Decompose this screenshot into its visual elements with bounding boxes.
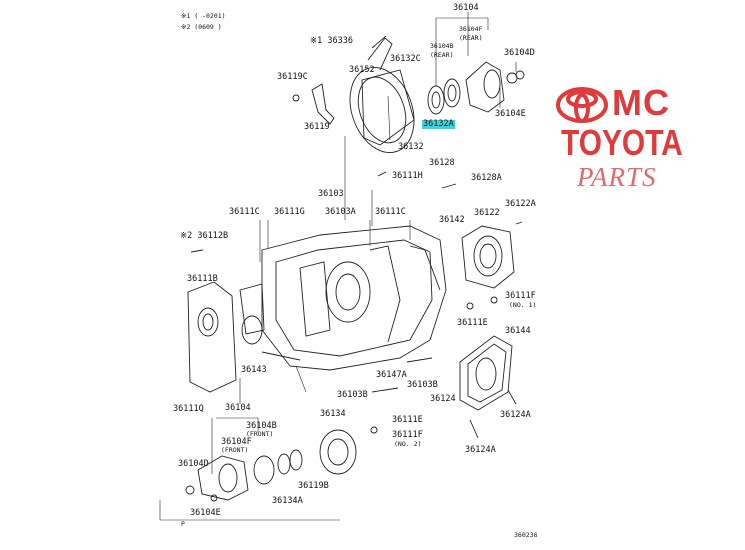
logo-mc-text: MC <box>612 82 670 123</box>
label-36104f-front[interactable]: 36104F <box>221 437 252 447</box>
label-36104b-rear[interactable]: 36104B <box>430 42 454 50</box>
label-36124[interactable]: 36124 <box>430 394 456 404</box>
label-36111g[interactable]: 36111G <box>274 207 305 217</box>
rear-seal-assembly <box>349 35 415 154</box>
label-36104b-front[interactable]: 36104B <box>246 421 277 431</box>
transfer-case-housing <box>239 225 447 371</box>
note-line-2: ※2 (0609 ) <box>181 23 222 31</box>
label-36119[interactable]: 36119 <box>304 122 330 132</box>
bolts <box>190 171 523 439</box>
label-36119b[interactable]: 36119B <box>298 481 329 491</box>
label-36147a[interactable]: 36147A <box>376 370 407 380</box>
label-36103b-left[interactable]: 36103B <box>337 390 368 400</box>
label-36132a-highlighted[interactable]: 36132A <box>422 119 455 129</box>
leader-lines <box>159 12 517 521</box>
label-36111e-right[interactable]: 36111E <box>457 318 488 328</box>
toyota-emblem-icon <box>556 87 608 123</box>
label-36143[interactable]: 36143 <box>241 365 267 375</box>
label-rear-1: (REAR) <box>459 34 483 42</box>
front-cover-gasket <box>187 281 237 393</box>
label-36132c[interactable]: 36132C <box>390 54 421 64</box>
label-no1: (NO. 1) <box>509 301 537 309</box>
label-36144[interactable]: 36144 <box>505 326 531 336</box>
front-companion-flange <box>185 449 303 502</box>
label-36122a[interactable]: 36122A <box>505 199 536 209</box>
logo-parts-text: PARTS <box>577 162 657 192</box>
label-36152[interactable]: 36152 <box>349 65 375 75</box>
label-front-1: (FRONT) <box>246 430 274 438</box>
rear-cover-36142 <box>461 225 515 289</box>
label-36111h[interactable]: 36111H <box>392 171 423 181</box>
label-36124a-bottom[interactable]: 36124A <box>465 445 496 455</box>
label-36111f-bottom[interactable]: 36111F <box>392 430 423 440</box>
label-36104e-top[interactable]: 36104E <box>495 109 526 119</box>
label-36104-top[interactable]: 36104 <box>453 3 479 13</box>
label-36111c-right[interactable]: 36111C <box>375 207 406 217</box>
label-36104d-bottom[interactable]: 36104D <box>178 459 209 469</box>
label-36103b-right[interactable]: 36103B <box>407 380 438 390</box>
label-36142[interactable]: 36142 <box>439 215 465 225</box>
label-36122[interactable]: 36122 <box>474 208 500 218</box>
label-36104f-rear[interactable]: 36104F <box>459 25 483 33</box>
side-cover-36144 <box>459 335 513 411</box>
label-36111b[interactable]: 36111B <box>187 274 218 284</box>
label-front-2: (FRONT) <box>221 446 249 454</box>
label-36104-bottom[interactable]: 36104 <box>225 403 251 413</box>
label-36128a[interactable]: 36128A <box>471 173 502 183</box>
label-36104d-top[interactable]: 36104D <box>504 48 535 58</box>
label-36134[interactable]: 36134 <box>320 409 346 419</box>
label-rear-2: (REAR) <box>430 51 454 59</box>
label-36104e-bottom[interactable]: 36104E <box>190 508 221 518</box>
note-line-1: ※1 ( -0201) <box>181 12 226 20</box>
label-36103[interactable]: 36103 <box>318 189 344 199</box>
label-mark-p: P <box>181 520 185 528</box>
mc-toyota-parts-logo: MC TOYOTA PARTS <box>555 82 695 194</box>
rear-companion-flange <box>465 61 525 113</box>
label-36112b[interactable]: ※2 36112B <box>180 231 229 241</box>
label-36128[interactable]: 36128 <box>429 158 455 168</box>
label-36103a[interactable]: 36103A <box>325 207 356 217</box>
label-36111e-bottom[interactable]: 36111E <box>392 415 423 425</box>
bearing-ring-36132a <box>427 78 461 115</box>
bracket-36119 <box>292 83 335 125</box>
label-36119c[interactable]: 36119C <box>277 72 308 82</box>
label-36132[interactable]: 36132 <box>398 142 424 152</box>
label-36111c-left[interactable]: 36111C <box>229 207 260 217</box>
label-36111q[interactable]: 36111Q <box>173 404 204 414</box>
label-36134a[interactable]: 36134A <box>272 496 303 506</box>
front-seal-36134 <box>319 429 357 475</box>
figure-number: 360236 <box>514 531 538 539</box>
label-36111f[interactable]: 36111F <box>505 291 536 301</box>
label-no2: (NO. 2) <box>394 440 422 448</box>
label-36336[interactable]: ※1 36336 <box>310 36 353 46</box>
label-36124a-right[interactable]: 36124A <box>500 410 531 420</box>
logo-toyota-text: TOYOTA <box>561 122 683 163</box>
